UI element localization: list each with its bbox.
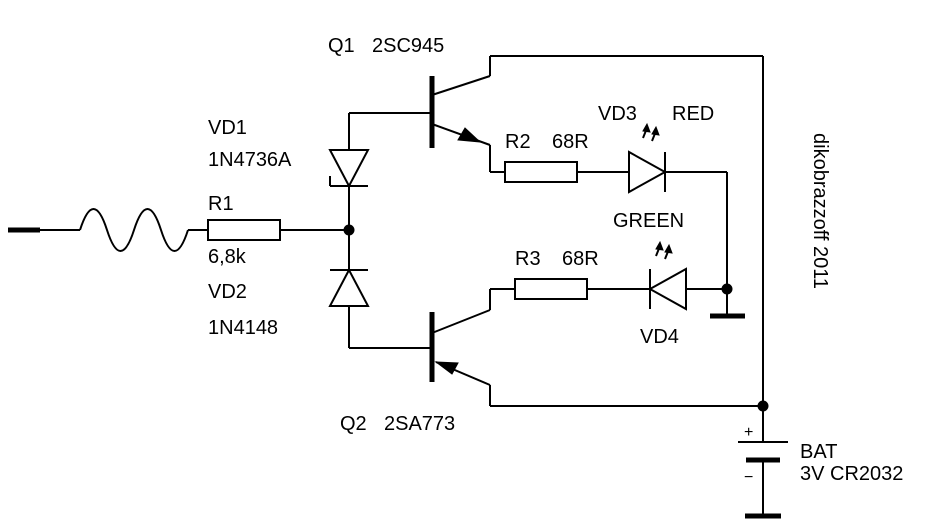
battery-bat — [738, 441, 788, 519]
bat-ref: BAT — [800, 441, 837, 463]
transistor-q1 — [349, 55, 763, 173]
led-vd4 — [587, 240, 727, 311]
vd4-color: GREEN — [613, 210, 684, 232]
battery-plus-sign: + — [744, 424, 753, 441]
r1-value: 6,8k — [208, 246, 247, 268]
transistor-q2 — [349, 309, 763, 407]
junction-dot — [757, 400, 769, 412]
r2-value: 68R — [552, 131, 589, 153]
diode-vd2 — [328, 267, 370, 307]
q2-ref: Q2 — [340, 413, 367, 435]
r3-ref: R3 — [515, 248, 541, 270]
vd2-part: 1N4148 — [208, 317, 278, 339]
vd3-color: RED — [672, 103, 714, 125]
bat-part: 3V CR2032 — [800, 463, 903, 485]
vd2-ref: VD2 — [208, 281, 247, 303]
q2-part: 2SA773 — [384, 413, 455, 435]
vd1-part: 1N4736A — [208, 149, 292, 171]
r2-ref: R2 — [505, 131, 531, 153]
resistor-r1 — [207, 219, 349, 241]
resistor-r2 — [504, 161, 629, 183]
resistor-r3 — [489, 278, 588, 310]
zener-diode-vd1 — [328, 149, 370, 189]
vd4-ref: VD4 — [640, 326, 679, 348]
r1-ref: R1 — [208, 193, 234, 215]
input-lead — [8, 208, 208, 252]
led-vd3 — [628, 122, 727, 194]
q1-part: 2SC945 — [372, 35, 444, 57]
r3-value: 68R — [562, 248, 599, 270]
q1-ref: Q1 — [328, 35, 355, 57]
vd3-ref: VD3 — [598, 103, 637, 125]
author-credit: dikobrazzoff 2011 — [809, 133, 831, 289]
battery-minus-sign: − — [744, 469, 753, 486]
vd1-ref: VD1 — [208, 117, 247, 139]
